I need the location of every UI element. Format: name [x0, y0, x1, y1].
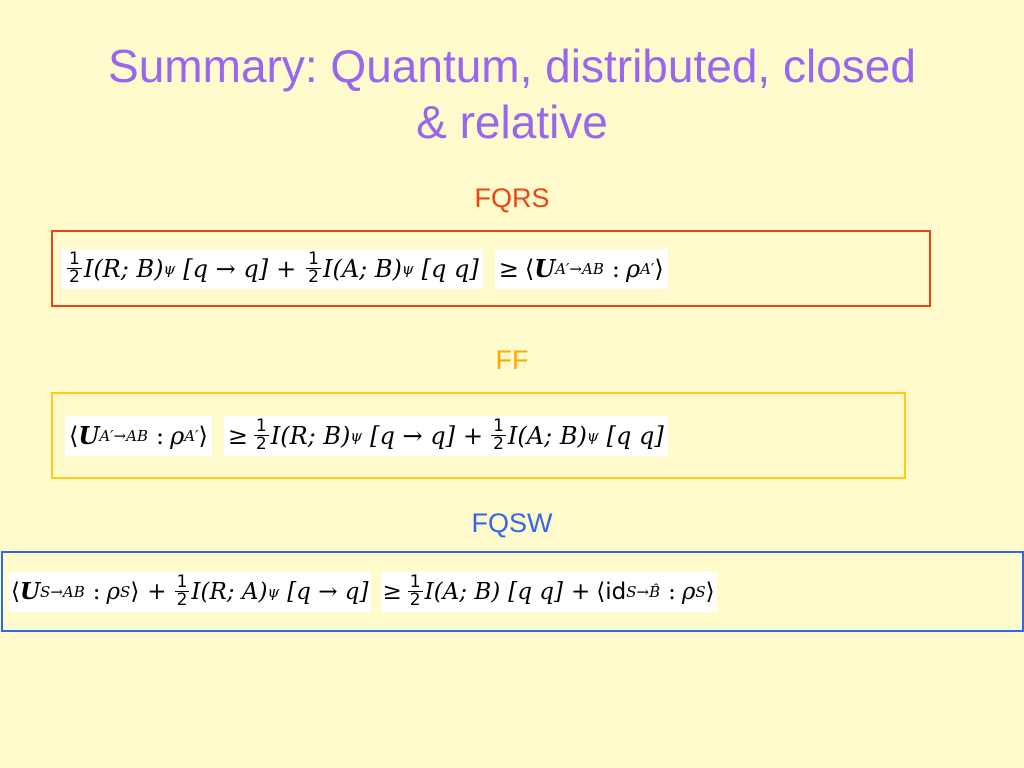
slide-title-line-1: Summary: Quantum, distributed, closed	[108, 40, 916, 92]
fqsw-label: FQSW	[471, 508, 553, 538]
slide-title-line-2: & relative	[416, 96, 608, 148]
slide-title: Summary: Quantum, distributed, closed & …	[0, 38, 1024, 150]
ff-label: FF	[495, 345, 529, 375]
fqrs-label: FQRS	[474, 183, 550, 213]
